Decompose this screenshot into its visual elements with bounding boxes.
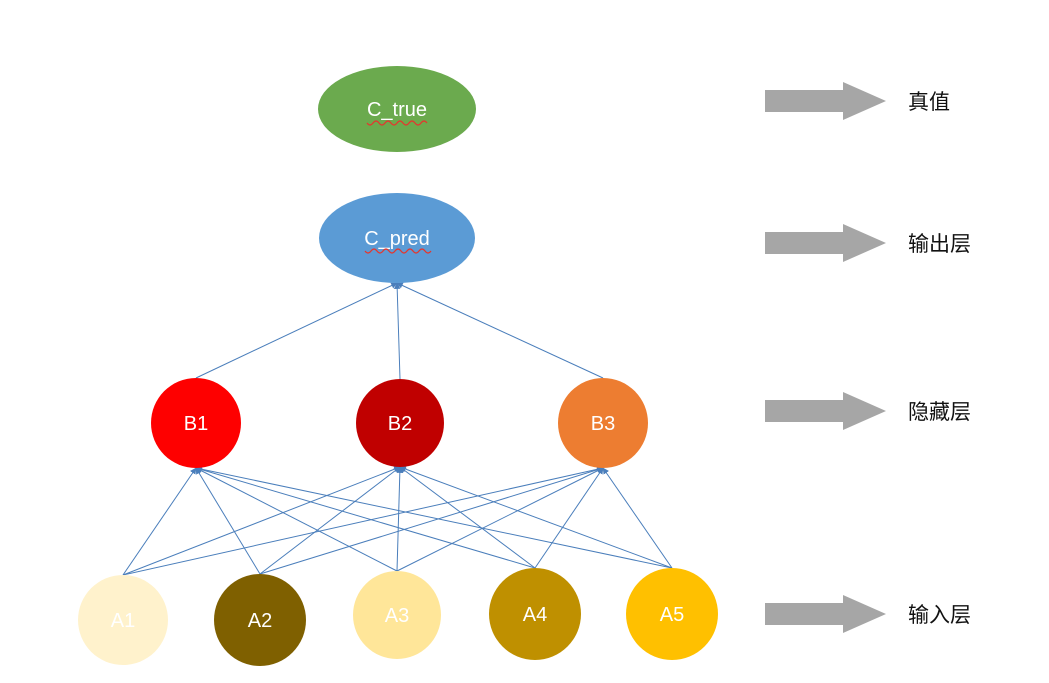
node-a3-label: A3 <box>385 605 409 627</box>
edge-A2-B2 <box>259 466 401 575</box>
right-arrow-icon <box>765 595 886 633</box>
legend-item-output-layer: 输出层 <box>765 224 971 262</box>
edge-B1-C_pred <box>195 282 398 379</box>
node-b3: B3 <box>558 378 648 468</box>
node-c-pred-shape <box>319 193 475 283</box>
spellcheck-underline <box>366 120 428 126</box>
node-a4-label: A4 <box>523 604 547 626</box>
legend-item-true-value: 真值 <box>765 82 950 120</box>
legend: 真值 输出层 隐藏层 输入层 <box>765 82 971 633</box>
legend-label-hidden-layer: 隐藏层 <box>908 401 971 424</box>
node-c-pred-label: C_pred <box>364 228 430 250</box>
node-b2-shape <box>356 379 444 467</box>
legend-item-hidden-layer: 隐藏层 <box>765 392 971 430</box>
node-a1: A1 <box>78 575 168 665</box>
edge-A4-B2 <box>399 466 536 569</box>
right-arrow-icon <box>765 224 886 262</box>
node-b1-label: B1 <box>184 413 208 435</box>
node-a4: A4 <box>489 568 581 660</box>
edge-A2-B3 <box>259 466 604 575</box>
spellcheck-underline <box>364 248 432 254</box>
edge-B2-C_pred <box>393 282 401 380</box>
node-c-true-label: C_true <box>367 99 427 121</box>
node-a5-shape <box>626 568 718 660</box>
edge-A4-B1 <box>195 466 536 569</box>
node-c-pred: C_pred <box>319 193 475 283</box>
node-c-true: C_true <box>318 66 476 152</box>
node-b3-shape <box>558 378 648 468</box>
edge-A1-B2 <box>122 466 401 576</box>
node-a2-shape <box>214 574 306 666</box>
edge-A1-B1 <box>122 467 197 576</box>
edge-A1-B3 <box>122 466 604 576</box>
edge-A2-B1 <box>195 467 261 575</box>
edge-A5-B1 <box>195 466 673 569</box>
edge-B3-C_pred <box>396 282 604 379</box>
node-b1: B1 <box>151 378 241 468</box>
node-a1-label: A1 <box>111 610 135 632</box>
edge-A4-B3 <box>534 467 604 569</box>
node-b2: B2 <box>356 379 444 467</box>
edge-layer <box>122 282 673 576</box>
node-b2-label: B2 <box>388 413 412 435</box>
node-a2: A2 <box>214 574 306 666</box>
node-a1-shape <box>78 575 168 665</box>
edge-A5-B3 <box>602 467 673 569</box>
right-arrow-icon <box>765 392 886 430</box>
node-a2-label: A2 <box>248 610 272 632</box>
node-c-true-shape <box>318 66 476 152</box>
legend-item-input-layer: 输入层 <box>765 595 971 633</box>
legend-label-true-value: 真值 <box>908 91 950 114</box>
right-arrow-icon <box>765 82 886 120</box>
node-b3-label: B3 <box>591 413 615 435</box>
node-a5: A5 <box>626 568 718 660</box>
edge-A5-B2 <box>399 465 673 569</box>
edge-A3-B2 <box>396 466 404 572</box>
edge-A3-B1 <box>195 467 398 572</box>
node-a3: A3 <box>353 571 441 659</box>
edge-A3-B3 <box>396 467 604 572</box>
node-a5-label: A5 <box>660 604 684 626</box>
node-a4-shape <box>489 568 581 660</box>
node-b1-shape <box>151 378 241 468</box>
legend-label-output-layer: 输出层 <box>908 233 971 256</box>
node-a3-shape <box>353 571 441 659</box>
legend-label-input-layer: 输入层 <box>908 604 971 627</box>
